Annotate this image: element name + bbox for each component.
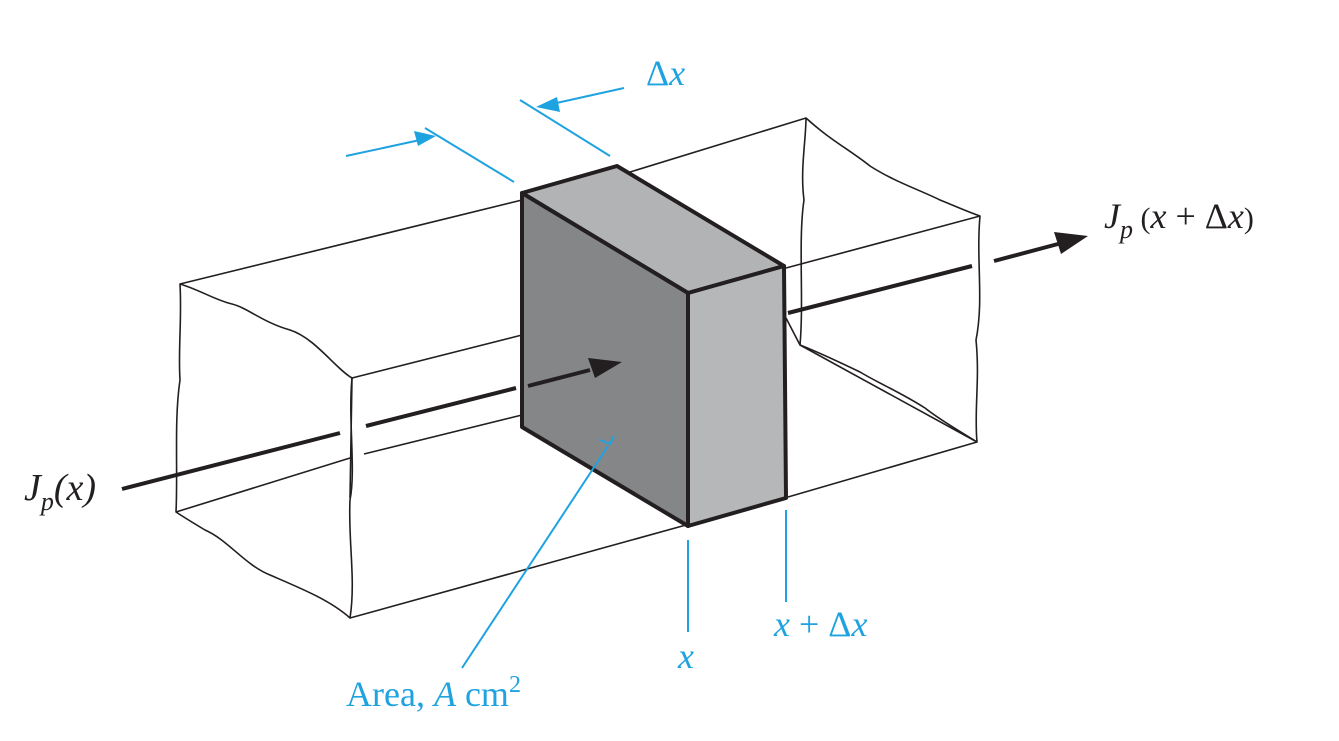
slab — [520, 164, 788, 528]
area-leader-tip — [599, 435, 615, 446]
dimension-lines — [345, 87, 787, 669]
bar-bottom-back-edge-2 — [363, 414, 523, 455]
slab-side-face — [686, 264, 788, 528]
bar-bottom-front-edge — [349, 524, 687, 619]
bar-right-cut-edge — [799, 117, 981, 443]
flux-out-label: Jp (x + Δx) — [1104, 196, 1254, 244]
flux-line — [121, 242, 1059, 491]
delta-x-extension-right — [519, 99, 611, 157]
bar-top-front-edge — [351, 334, 523, 379]
delta-x-arrowhead-left — [414, 131, 436, 146]
bar-bottom-front-edge-2 — [787, 441, 978, 498]
bar-right-inner-edge — [785, 317, 801, 346]
bar-top-back-edge — [179, 199, 523, 285]
delta-x-extension-left — [424, 127, 515, 183]
flux-arrowhead-inner — [588, 358, 622, 378]
flux-arrowhead-outer — [1054, 232, 1088, 254]
x-position-label: x — [677, 636, 694, 676]
delta-x-arrowhead-right — [536, 97, 560, 112]
bar-right-top-edge — [785, 215, 981, 269]
delta-x-arrow-left-shaft — [345, 139, 421, 157]
bar-top-back-edge-2 — [616, 117, 807, 177]
area-leader-line — [461, 445, 609, 669]
flux-in-segment-3 — [527, 368, 591, 388]
bar-bottom-back-edge — [175, 457, 351, 513]
flux-in-label: Jp(x) — [24, 467, 96, 516]
flux-out-segment-1 — [787, 264, 973, 315]
bar-inner-line-2 — [349, 377, 353, 499]
flux-in-segment-2 — [365, 386, 517, 428]
x-plus-delta-label: x + Δx — [773, 604, 867, 644]
bar-right-inner-low — [799, 344, 978, 443]
flux-out-segment-2 — [993, 242, 1059, 263]
flux-in-segment-1 — [121, 431, 341, 491]
delta-x-arrow-right-shaft — [551, 87, 625, 105]
delta-x-label: Δx — [646, 53, 685, 93]
area-label: Area, A cm2 — [346, 672, 521, 714]
